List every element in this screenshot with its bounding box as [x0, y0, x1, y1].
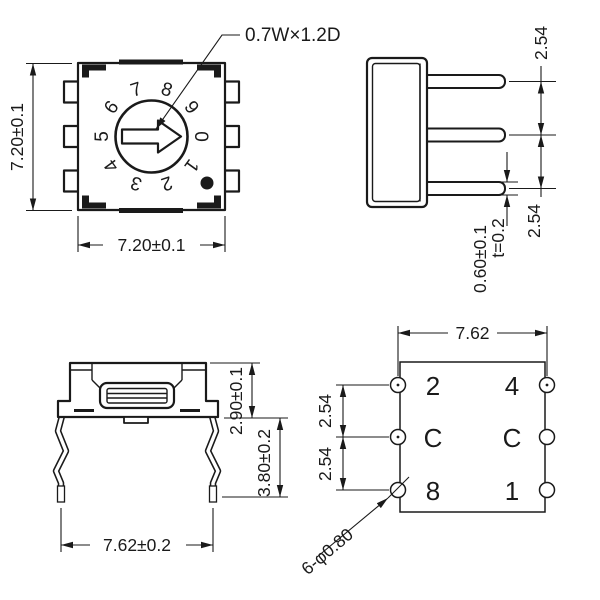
- hole-callout-label: 6-φ0.80: [297, 524, 357, 579]
- dim-pin-width: 0.60±0.1 t=0.2: [470, 152, 518, 293]
- footprint-outline: [399, 361, 546, 513]
- hole: [389, 481, 407, 499]
- legs: [52, 415, 222, 503]
- side-view: 2.54 2.54 0.60±0.1 t=0.2: [365, 26, 556, 293]
- dim-label: 7.62: [455, 323, 489, 343]
- body-corner-details: [82, 59, 221, 213]
- dim-label: 7.20±0.1: [7, 103, 27, 171]
- dial-digit: 5: [92, 131, 113, 142]
- dim-top-view-width: 7.20±0.1: [77, 216, 226, 255]
- dim-hole-span: 7.62: [397, 323, 548, 376]
- dim-lead-span: 7.62±0.2: [60, 508, 214, 555]
- hole: [538, 428, 556, 446]
- pad-label-8: 8: [426, 476, 440, 506]
- footprint-view: 7.62 2.54 2.54 2 4 C: [297, 323, 556, 579]
- dim-label: 2.90±0.1: [226, 367, 246, 435]
- shaft-size-label: 0.7W×1.2D: [245, 25, 341, 46]
- dim-label: 2.54: [531, 26, 551, 60]
- switch-body-side: [365, 56, 429, 209]
- front-view: 2.90±0.1 3.80±0.2 7.62±0.2: [52, 361, 288, 555]
- dim-label: t=0.2: [488, 218, 508, 257]
- hole: [538, 481, 556, 499]
- pad-label-2: 2: [426, 371, 440, 401]
- front-body-details: [70, 363, 206, 424]
- polarity-dot: [200, 176, 214, 190]
- actuator-slot[interactable]: [98, 381, 176, 410]
- dim-label: 0.60±0.1: [470, 225, 490, 293]
- dim-overall-height: 3.80±0.2: [222, 418, 288, 498]
- dial-digit: 0: [190, 131, 211, 142]
- pins: [418, 74, 506, 196]
- top-view: 0 1 2 3 4 5 6 7 8 9 0.7W×1.2D 7.20±0.1: [7, 25, 341, 255]
- pad-label-4: 4: [505, 371, 519, 401]
- pad-label-1: 1: [505, 476, 519, 506]
- mounting-holes: [389, 376, 556, 499]
- dim-label: 2.54: [315, 447, 335, 481]
- dim-label: 2.54: [315, 394, 335, 428]
- dim-label: 2.54: [524, 204, 544, 238]
- pad-label-c-left: C: [424, 423, 443, 453]
- pad-labels: 2 4 C C 8 1: [424, 371, 522, 506]
- pad-label-c-right: C: [503, 423, 522, 453]
- dim-hole-pitch: 2.54 2.54: [315, 384, 389, 491]
- dim-pin-pitch: 2.54 2.54: [509, 26, 556, 238]
- dim-top-view-height: 7.20±0.1: [7, 62, 72, 212]
- dim-label: 3.80±0.2: [254, 429, 274, 497]
- dim-body-height: 2.90±0.1: [210, 362, 288, 435]
- dim-label: 7.62±0.2: [103, 535, 171, 555]
- shaft-callout: 0.7W×1.2D: [155, 25, 341, 130]
- dim-label: 7.20±0.1: [118, 235, 186, 255]
